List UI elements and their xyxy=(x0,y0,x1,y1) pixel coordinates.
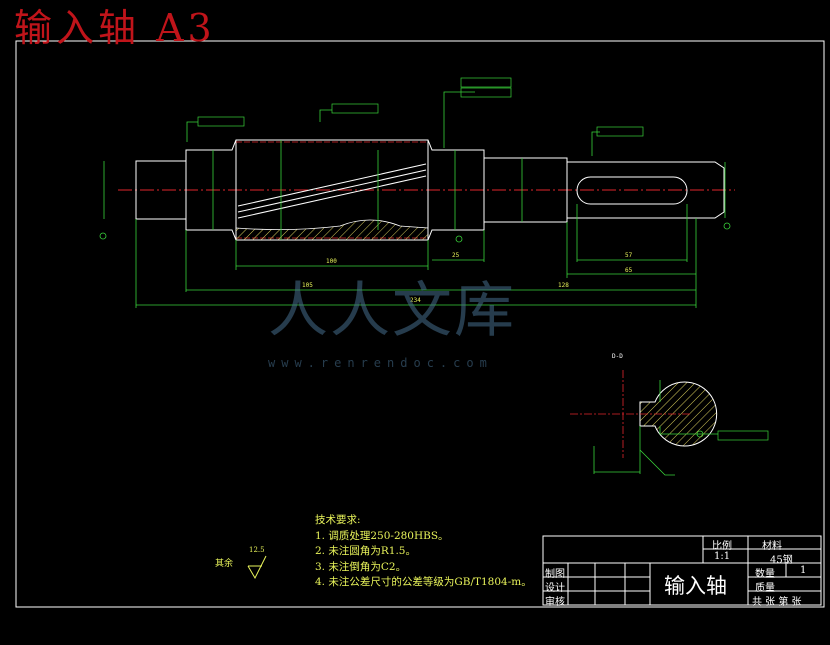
dimension-texts: 100 25 57 65 105 128 234 xyxy=(302,252,633,304)
keyway-slot xyxy=(576,176,688,205)
dim-100: 100 xyxy=(326,258,337,265)
technical-requirements: 技术要求: 1. 调质处理250-280HBS。 2. 未注圆角为R1.5。 3… xyxy=(315,513,532,591)
dim-25: 25 xyxy=(452,252,460,259)
dimension-lines xyxy=(103,91,726,308)
scale-label: 比例 xyxy=(712,541,732,552)
title-block xyxy=(542,535,822,606)
requirement-item: 3. 未注倒角为C2。 xyxy=(315,560,407,573)
watermark-url: www.renrendoc.com xyxy=(268,356,493,370)
gear-helix-lines xyxy=(237,163,427,219)
tolerance-frames xyxy=(197,77,769,441)
quantity-value: 1 xyxy=(800,565,807,576)
dim-57: 57 xyxy=(625,252,633,259)
design-label: 设计 xyxy=(545,583,565,594)
scale-value: 1:1 xyxy=(714,551,731,562)
dim-105: 105 xyxy=(302,282,313,289)
roughness-symbol xyxy=(247,555,267,580)
material-value: 45钢 xyxy=(770,555,793,566)
watermark-brand: 人人文库 xyxy=(268,276,516,346)
review-label: 审核 xyxy=(545,597,565,608)
hatched-section xyxy=(235,219,429,241)
roughness-label: 其余 xyxy=(215,559,234,569)
requirement-item: 2. 未注圆角为R1.5。 xyxy=(315,545,416,557)
sheet-title: 输入轴 A3 xyxy=(14,6,216,50)
mass-label: 质量 xyxy=(755,583,775,594)
dim-65: 65 xyxy=(625,267,633,274)
material-label: 材料 xyxy=(762,541,782,552)
requirements-heading: 技术要求: xyxy=(315,514,361,526)
quantity-label: 数量 xyxy=(755,569,775,580)
roughness-value: 12.5 xyxy=(249,546,265,554)
section-label: D-D xyxy=(612,353,623,360)
part-name: 输入轴 xyxy=(664,574,727,598)
requirement-item: 1. 调质处理250-280HBS。 xyxy=(315,529,449,542)
sheets-label: 共 张 第 张 xyxy=(752,597,802,608)
dim-128: 128 xyxy=(558,282,569,289)
dim-234: 234 xyxy=(410,297,421,304)
drawn-label: 制图 xyxy=(545,569,565,580)
requirement-item: 4. 未注公差尺寸的公差等级为GB/T1804-m。 xyxy=(315,576,532,588)
sheet-border xyxy=(15,40,825,608)
shaft-outline xyxy=(135,139,725,241)
section-view-dd: D-D xyxy=(570,353,718,476)
